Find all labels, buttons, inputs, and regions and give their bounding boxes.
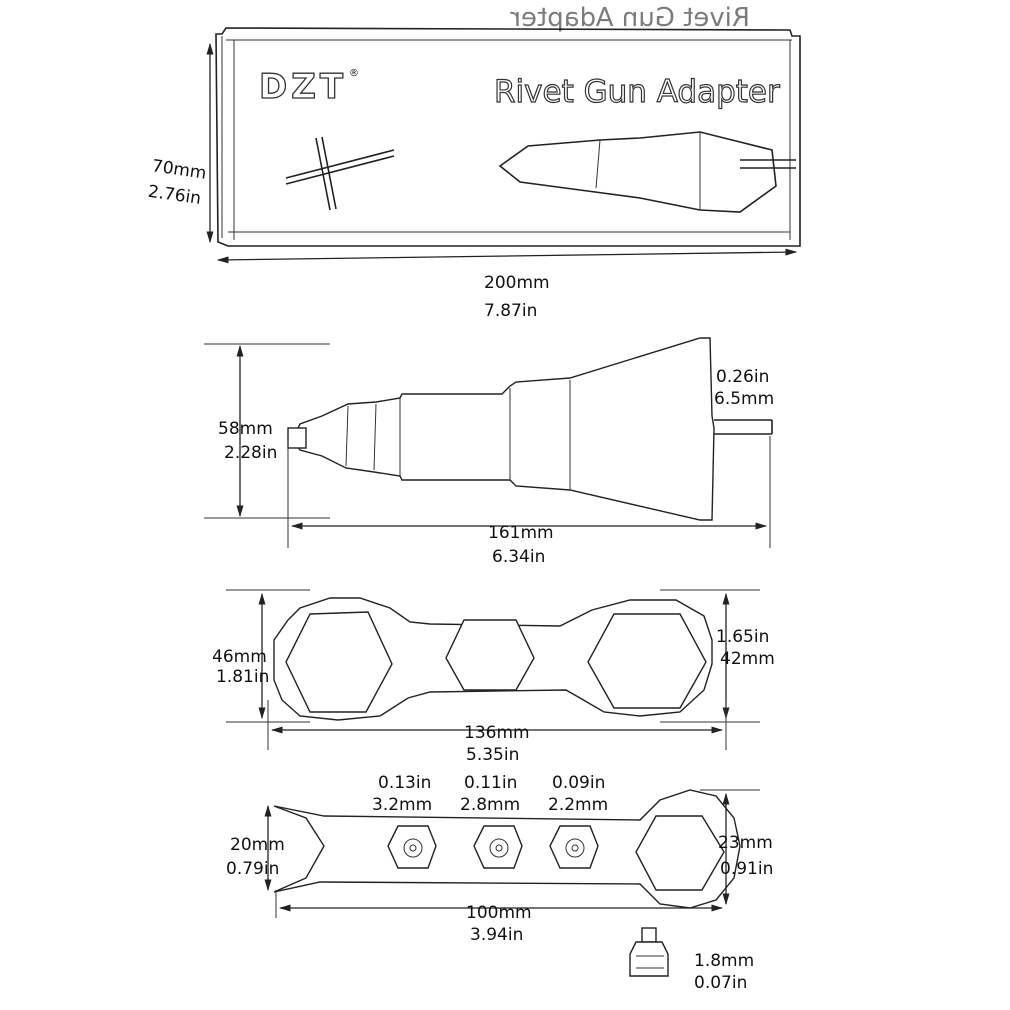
small-wrench-hex (635, 815, 725, 891)
box-height-mm: 70mm (151, 156, 208, 183)
nozzle-size-in: 0.07in (694, 973, 747, 993)
large-wrench-hex-left (285, 611, 393, 713)
small-wrench-length-in: 3.94in (470, 925, 523, 945)
box-product-title: Rivet Gun Adapter (494, 74, 780, 110)
small-wrench: 0.13in 3.2mm 0.11in 2.8mm 0.09in 2.2mm 2… (226, 773, 773, 945)
small-wrench-jaw-mm: 20mm (230, 835, 285, 855)
large-wrench-hex-center (445, 619, 535, 691)
large-wrench-length-in: 5.35in (466, 745, 519, 765)
large-wrench-length-mm: 136mm (464, 723, 530, 743)
adapter-shaft-mm: 6.5mm (714, 389, 774, 409)
rivet-adapter: 58mm 2.28in 0.26in 6.5mm 161mm 6.34in (204, 337, 774, 567)
adapter-length-mm: 161mm (488, 523, 554, 543)
nozzle-size-mm: 1.8mm (694, 951, 754, 971)
large-wrench-hex-right (587, 613, 707, 709)
large-wrench: 46mm 1.81in 1.65in 42mm 136mm 5.35in (212, 589, 775, 765)
nozzle-2-icon (473, 825, 523, 869)
box-width-in: 7.87in (484, 301, 537, 321)
nozzle-3-icon (549, 825, 599, 869)
small-wrench-hex-mm: 23mm (718, 833, 773, 853)
large-wrench-hex-in: 1.65in (716, 627, 769, 647)
small-wrench-hex-in: 0.91in (720, 859, 773, 879)
large-wrench-height-in: 1.81in (216, 667, 269, 687)
box-mirrored-title: Rivet Gun Adapter (510, 3, 750, 33)
registered-mark: ® (349, 68, 359, 79)
small-wrench-length-mm: 100mm (466, 903, 532, 923)
nozzle-3-in: 0.09in (552, 773, 605, 793)
box-height-in: 2.76in (147, 182, 203, 209)
box-wrench-illustration (285, 136, 395, 211)
box-width-mm: 200mm (484, 273, 550, 293)
adapter-shaft-in: 0.26in (716, 367, 769, 387)
nozzle-3-mm: 2.2mm (548, 795, 608, 815)
box-brand-logo: DZT (259, 67, 347, 107)
nozzle-2-mm: 2.8mm (460, 795, 520, 815)
nozzle-1-icon (387, 825, 437, 869)
large-wrench-hex-mm: 42mm (720, 649, 775, 669)
adapter-length-in: 6.34in (492, 547, 545, 567)
adapter-height-mm: 58mm (218, 419, 273, 439)
nozzle-1-in: 0.13in (378, 773, 431, 793)
large-wrench-height-mm: 46mm (212, 647, 267, 667)
nozzle-1-mm: 3.2mm (372, 795, 432, 815)
small-wrench-jaw-in: 0.79in (226, 859, 279, 879)
packaging-box: Rivet Gun Adapter DZT ® Rivet Gun Adapte… (147, 3, 801, 321)
rivet-nozzle: 1.8mm 0.07in (629, 927, 754, 993)
adapter-height-in: 2.28in (224, 443, 277, 463)
nozzle-2-in: 0.11in (464, 773, 517, 793)
box-adapter-illustration (498, 131, 796, 213)
